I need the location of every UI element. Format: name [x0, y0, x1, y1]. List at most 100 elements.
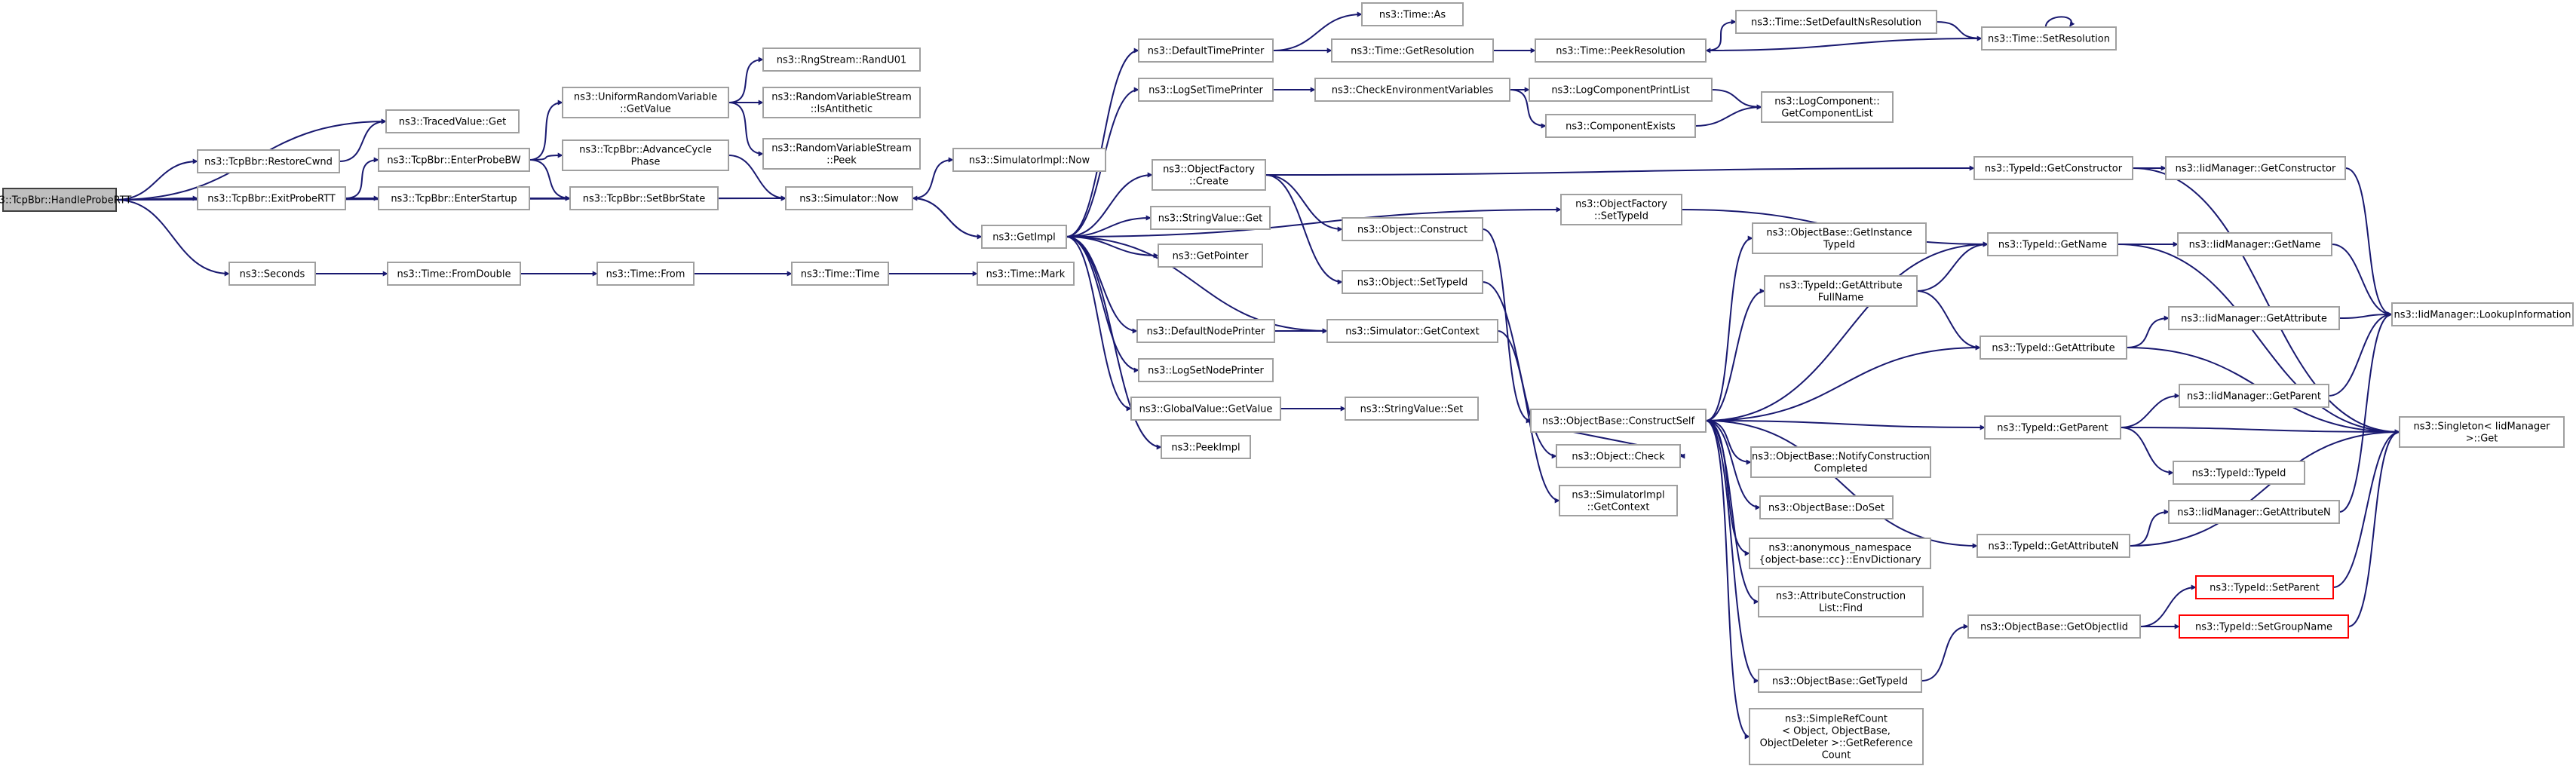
node-string-value-set[interactable]: ns3::StringValue::Set [1345, 397, 1479, 421]
node-time-peek-resolution[interactable]: ns3::Time::PeekResolution [1535, 38, 1707, 63]
node-iid-get-attribute-n[interactable]: ns3::IidManager::GetAttributeN [2168, 500, 2340, 524]
call-edge-construct-self-to-type-id-get-attribute-n [1705, 420, 1978, 549]
node-box [1545, 114, 1696, 138]
node-time-time[interactable]: ns3::Time::Time [791, 262, 889, 286]
node-object-construct[interactable]: ns3::Object::Construct [1342, 217, 1483, 241]
node-notify-construction-completed[interactable]: ns3::ObjectBase::NotifyConstructionCompl… [1750, 446, 1931, 478]
node-time-from[interactable]: ns3::Time::From [596, 262, 695, 286]
node-sim-impl-get-context[interactable]: ns3::SimulatorImpl::GetContext [1559, 485, 1678, 516]
node-object-base-do-set[interactable]: ns3::ObjectBase::DoSet [1759, 495, 1894, 519]
node-time-set-resolution[interactable]: ns3::Time::SetResolution [1981, 26, 2117, 51]
node-time-as[interactable]: ns3::Time::As [1361, 2, 1464, 26]
node-label: ns3::DefaultNodePrinter [1147, 326, 1265, 338]
node-box [1749, 538, 1931, 569]
node-get-component-list[interactable]: ns3::LogComponent::GetComponentList [1761, 91, 1894, 123]
node-component-exists[interactable]: ns3::ComponentExists [1545, 114, 1696, 138]
node-get-impl[interactable]: ns3::GetImpl [981, 225, 1067, 249]
node-simulator-get-context[interactable]: ns3::Simulator::GetContext [1326, 319, 1498, 343]
call-edge-construct-self-to-get-attribute-full-name [1705, 288, 1765, 421]
node-sim-impl-now[interactable]: ns3::SimulatorImpl::Now [952, 148, 1106, 172]
node-object-factory-create[interactable]: ns3::ObjectFactory::Create [1152, 159, 1266, 191]
node-type-id-get-constructor[interactable]: ns3::TypeId::GetConstructor [1973, 156, 2133, 180]
node-restore-cwnd[interactable]: ns3::TcpBbr::RestoreCwnd [197, 149, 340, 173]
node-label: ::GetValue [620, 104, 671, 115]
call-edge-object-factory-create-to-type-id-get-constructor [1265, 165, 1975, 176]
node-box [981, 225, 1067, 249]
call-edge-construct-self-to-type-id-get-parent [1705, 420, 1986, 430]
call-edge-iid-get-name-to-iid-lookup-information [2331, 244, 2393, 317]
node-label: ns3::Time::GetResolution [1351, 46, 1474, 57]
node-simple-ref-count[interactable]: ns3::SimpleRefCount< Object, ObjectBase,… [1749, 708, 1924, 765]
node-default-time-printer[interactable]: ns3::DefaultTimePrinter [1138, 38, 1274, 63]
node-enter-probe-bw[interactable]: ns3::TcpBbr::EnterProbeBW [378, 148, 530, 172]
node-box [2, 188, 117, 212]
node-object-factory-set-type-id[interactable]: ns3::ObjectFactory::SetTypeId [1560, 194, 1682, 225]
node-traced-value-get[interactable]: ns3::TracedValue::Get [385, 109, 520, 133]
node-construct-self[interactable]: ns3::ObjectBase::ConstructSelf [1530, 409, 1707, 433]
node-time-from-double[interactable]: ns3::Time::FromDouble [387, 262, 521, 286]
call-edge-get-attribute-full-name-to-type-id-get-name [1916, 241, 1989, 292]
node-iid-get-parent[interactable]: ns3::IidManager::GetParent [2179, 384, 2329, 408]
node-box [1138, 38, 1274, 63]
call-edge-get-impl-to-get-pointer [1066, 236, 1159, 259]
node-type-id-set-group-name[interactable]: ns3::TypeId::SetGroupName [2179, 614, 2349, 639]
node-time-get-resolution[interactable]: ns3::Time::GetResolution [1331, 38, 1494, 63]
node-iid-get-name[interactable]: ns3::IidManager::GetName [2177, 232, 2332, 256]
node-object-check[interactable]: ns3::Object::Check [1556, 444, 1681, 468]
node-is-antithetic[interactable]: ns3::RandomVariableStream::IsAntithetic [762, 87, 921, 118]
node-object-base-get-type-id[interactable]: ns3::ObjectBase::GetTypeId [1758, 669, 1922, 693]
node-uniform-get-value[interactable]: ns3::UniformRandomVariable::GetValue [562, 87, 729, 118]
node-log-component-print-list[interactable]: ns3::LogComponentPrintList [1529, 78, 1713, 102]
node-label: ns3::Simulator::GetContext [1345, 326, 1479, 338]
node-type-id-type-id[interactable]: ns3::TypeId::TypeId [2173, 461, 2305, 485]
node-type-id-set-parent[interactable]: ns3::TypeId::SetParent [2195, 575, 2334, 599]
node-seconds[interactable]: ns3::Seconds [228, 262, 316, 286]
node-peek-impl[interactable]: ns3::PeekImpl [1161, 435, 1251, 459]
node-string-value-get[interactable]: ns3::StringValue::Get [1150, 206, 1271, 230]
node-iid-get-attribute[interactable]: ns3::IidManager::GetAttribute [2168, 306, 2340, 330]
node-get-pointer[interactable]: ns3::GetPointer [1158, 244, 1263, 268]
node-singleton-get[interactable]: ns3::Singleton< IidManager>::Get [2399, 416, 2565, 448]
node-type-id-get-parent[interactable]: ns3::TypeId::GetParent [1984, 415, 2121, 440]
node-enter-startup[interactable]: ns3::TcpBbr::EnterStartup [378, 186, 530, 210]
node-time-mark[interactable]: ns3::Time::Mark [977, 262, 1075, 286]
node-env-dictionary[interactable]: ns3::anonymous_namespace{object-base::cc… [1749, 538, 1931, 569]
call-edge-restore-cwnd-to-traced-value-get [339, 118, 387, 162]
node-get-object-iid[interactable]: ns3::ObjectBase::GetObjectIid [1967, 614, 2141, 639]
node-label: ns3::ObjectBase::GetTypeId [1772, 676, 1908, 688]
node-log-set-time-printer[interactable]: ns3::LogSetTimePrinter [1138, 78, 1274, 102]
node-check-env-vars[interactable]: ns3::CheckEnvironmentVariables [1314, 78, 1510, 102]
node-type-id-get-attribute-n[interactable]: ns3::TypeId::GetAttributeN [1976, 534, 2130, 558]
node-simulator-now[interactable]: ns3::Simulator::Now [785, 186, 913, 210]
node-label: ns3::SimpleRefCount [1785, 714, 1888, 725]
node-label: ns3::Time::Time [801, 269, 879, 280]
call-edge-get-impl-to-default-time-printer [1066, 47, 1139, 237]
node-box [1361, 2, 1464, 26]
node-box [378, 186, 530, 210]
node-label: ns3::IidManager::GetName [2189, 240, 2321, 251]
node-set-default-ns-resolution[interactable]: ns3::Time::SetDefaultNsResolution [1735, 10, 1937, 34]
node-log-set-node-printer[interactable]: ns3::LogSetNodePrinter [1138, 358, 1274, 382]
node-type-id-get-name[interactable]: ns3::TypeId::GetName [1987, 232, 2118, 256]
node-label: ns3::TcpBbr::HandleProbeRTT [0, 195, 131, 207]
node-peek[interactable]: ns3::RandomVariableStream::Peek [762, 138, 921, 170]
node-rand-u01[interactable]: ns3::RngStream::RandU01 [762, 47, 921, 72]
call-edge-get-impl-to-object-factory-set-type-id [1066, 207, 1562, 237]
node-box [569, 186, 719, 210]
node-iid-lookup-information[interactable]: ns3::IidManager::LookupInformation [2391, 302, 2574, 326]
node-set-bbr-state[interactable]: ns3::TcpBbr::SetBbrState [569, 186, 719, 210]
node-box [197, 149, 340, 173]
call-edge-exit-probe-rtt-to-enter-probe-bw [345, 157, 379, 199]
node-label: List::Find [1819, 603, 1863, 614]
node-object-set-type-id[interactable]: ns3::Object::SetTypeId [1342, 270, 1483, 294]
node-iid-get-constructor[interactable]: ns3::IidManager::GetConstructor [2165, 156, 2346, 180]
node-default-node-printer[interactable]: ns3::DefaultNodePrinter [1136, 319, 1275, 343]
node-type-id-get-attribute[interactable]: ns3::TypeId::GetAttribute [1980, 335, 2127, 360]
node-global-value-get-value[interactable]: ns3::GlobalValue::GetValue [1130, 397, 1281, 421]
node-box [952, 148, 1106, 172]
node-exit-probe-rtt[interactable]: ns3::TcpBbr::ExitProbeRTT [197, 186, 346, 210]
